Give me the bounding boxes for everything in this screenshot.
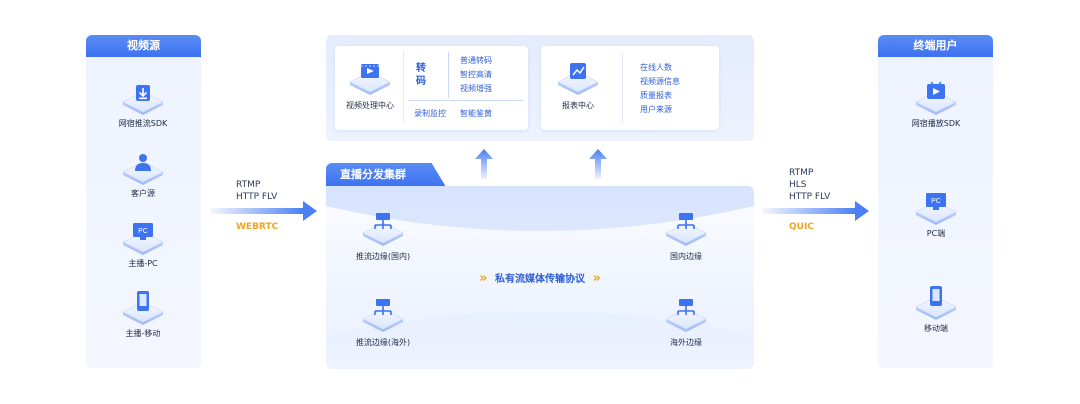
source-node-label: 网宿推流SDK (118, 119, 168, 128)
video-center-node: 视频处理中心 (320, 60, 420, 111)
mobile-icon (915, 286, 957, 320)
divider-horizontal (408, 100, 523, 101)
report-center-label: 报表中心 (562, 101, 594, 110)
up-arrow (475, 149, 493, 179)
source-panel-title: 视频源 (86, 35, 201, 57)
terminal-node-label: 网宿播放SDK (911, 119, 961, 128)
download-icon (122, 85, 164, 115)
transcode-item: 普通转码 (460, 56, 492, 65)
source-node-pc: PC 主播-PC (93, 220, 193, 269)
source-node-label: 客户源 (131, 189, 155, 198)
server-icon (665, 299, 707, 332)
cluster-node-push-overseas: 推流边缘(海外) (333, 297, 433, 348)
mobile-icon (122, 291, 164, 325)
cluster-node-label: 推流边缘(海外) (355, 338, 411, 347)
cluster-node-push-domestic: 推流边缘(国内) (333, 211, 433, 262)
divider-vertical (403, 50, 404, 122)
right-protocol-httpflv: HTTP FLV (789, 192, 831, 202)
transcode-title: 转码 (416, 63, 426, 87)
cluster-node-label: 国内边缘 (670, 252, 702, 261)
server-icon (665, 213, 707, 246)
report-item: 用户来源 (640, 105, 672, 114)
left-protocol-rtmp: RTMP (236, 180, 261, 190)
right-protocol-quic: QUIC (789, 222, 814, 232)
source-node-sdk: 网宿推流SDK (93, 80, 193, 129)
cluster-node-overseas-edge: 海外边缘 (636, 297, 736, 348)
source-node-label: 主播-PC (128, 259, 158, 268)
svg-text:PC: PC (138, 228, 148, 235)
report-center-node: 报表中心 (528, 60, 628, 111)
server-icon (362, 299, 404, 332)
divider-vertical (622, 52, 623, 124)
left-flow-arrowhead (303, 201, 317, 221)
report-item: 视频源信息 (640, 77, 680, 86)
chart-icon (557, 63, 599, 95)
protocol-banner: » 私有流媒体传输协议 » (440, 270, 640, 286)
source-node-mobile: 主播-移动 (93, 290, 193, 339)
terminal-node-label: PC端 (926, 229, 946, 238)
terminal-panel-title: 终端用户 (878, 35, 993, 57)
report-item: 在线人数 (640, 63, 672, 72)
terminal-node-sdk: 网宿播放SDK (886, 80, 986, 129)
cluster-node-label: 海外边缘 (670, 338, 702, 347)
right-flow-arrow (762, 208, 856, 214)
terminal-node-label: 移动端 (924, 324, 948, 333)
video-icon (349, 64, 391, 95)
source-node-label: 主播-移动 (125, 329, 161, 338)
play-icon (915, 81, 957, 115)
transcode-item: 智控高清 (460, 70, 492, 79)
cluster-wave-band (326, 206, 754, 336)
server-icon (362, 213, 404, 246)
up-arrow (589, 149, 607, 179)
terminal-node-mobile: 移动端 (886, 285, 986, 334)
source-node-customer: 客户源 (93, 150, 193, 199)
cluster-node-domestic-edge: 国内边缘 (636, 211, 736, 262)
right-flow-arrowhead (855, 201, 869, 221)
pc-icon: PC (122, 223, 164, 255)
svg-text:PC: PC (931, 198, 941, 205)
user-icon (122, 154, 164, 185)
pc-icon: PC (915, 193, 957, 225)
video-center-label: 视频处理中心 (346, 101, 394, 110)
terminal-node-pc: PC PC端 (886, 190, 986, 239)
chevron-right-icon: » (479, 271, 488, 286)
left-protocol-httpflv: HTTP FLV (236, 192, 278, 202)
left-flow-arrow (210, 208, 304, 214)
cluster-node-label: 推流边缘(国内) (355, 252, 411, 261)
smart-review-label: 智能鉴黄 (460, 109, 492, 118)
transcode-item: 视频增强 (460, 84, 492, 93)
protocol-label: 私有流媒体传输协议 (495, 274, 585, 285)
right-protocol-rtmp: RTMP (789, 168, 814, 178)
record-monitor-label: 录制监控 (414, 109, 446, 118)
divider-vertical (448, 52, 449, 98)
report-item: 质量报表 (640, 91, 672, 100)
chevron-right-icon: » (592, 271, 601, 286)
left-protocol-webrtc: WEBRTC (236, 222, 279, 232)
cluster-title: 直播分发集群 (326, 163, 446, 187)
right-protocol-hls: HLS (789, 180, 807, 190)
